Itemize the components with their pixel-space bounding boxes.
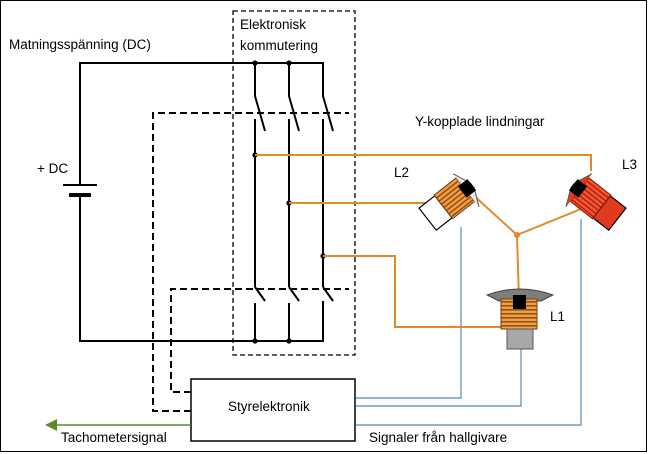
tacho-label: Tachometersignal — [61, 430, 167, 445]
gate-control-lines — [152, 112, 349, 412]
controller-box — [190, 378, 356, 442]
controller-label: Styrelektronik — [228, 399, 310, 414]
commutation-label-line2: kommutering — [240, 38, 318, 53]
hall-signal-wires — [356, 219, 582, 426]
coil-l2 — [418, 173, 480, 232]
commutation-label-line1: Elektronisk — [240, 17, 306, 32]
coil-l2-label: L2 — [394, 165, 409, 180]
supply-wiring — [79, 62, 324, 342]
coil-l3-label: L3 — [622, 157, 637, 172]
commutation-box — [232, 10, 356, 356]
hall-label: Signaler från hallgivare — [369, 430, 507, 445]
coil-l1 — [485, 288, 555, 350]
coil-l3 — [565, 173, 627, 232]
windings-label: Y-kopplade lindningar — [415, 114, 545, 129]
coil-l1-label: L1 — [550, 309, 565, 324]
dc-source-symbol — [63, 171, 97, 206]
switch-bridge — [254, 63, 334, 341]
phase-wires — [255, 154, 592, 328]
tacho-arrow — [45, 419, 191, 431]
star-point — [514, 232, 520, 238]
supply-label: Matningsspänning (DC) — [9, 37, 151, 52]
dc-label: + DC — [37, 161, 68, 176]
